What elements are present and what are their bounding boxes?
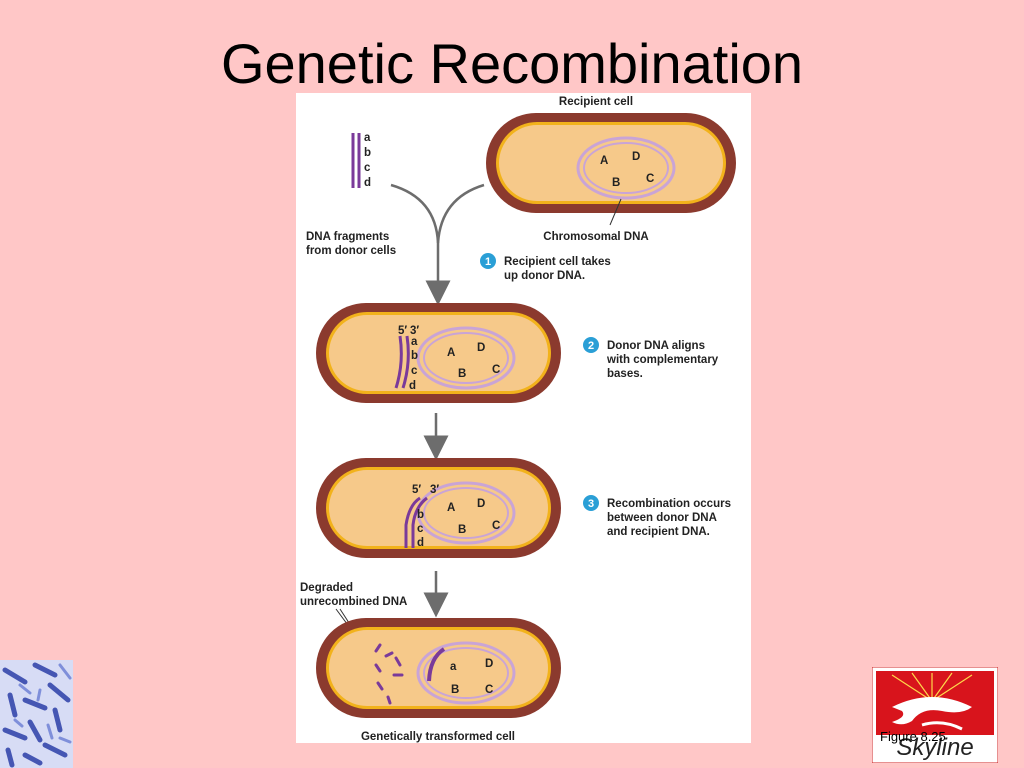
- cell3-gene-B: B: [458, 524, 466, 536]
- step-2-number: 2: [588, 340, 594, 352]
- logo-text: Skyline: [896, 734, 973, 761]
- donor-gene-d: d: [364, 177, 371, 189]
- cell3-strand-3-prime: 3′: [430, 484, 439, 496]
- step-2-line3: bases.: [607, 368, 643, 380]
- cell3-strand-5-prime: 5′: [412, 484, 421, 496]
- gene-C: C: [646, 173, 654, 185]
- step-3-line3: and recipient DNA.: [607, 526, 710, 538]
- figure-label: Figure 8.25: [880, 729, 946, 744]
- chromosomal-dna-label: Chromosomal DNA: [543, 231, 648, 243]
- donor-dna-fragment: a b c d: [351, 132, 371, 189]
- uptake-arrow: [390, 183, 451, 306]
- strand-3-prime: 3′: [410, 325, 419, 337]
- cell2-gene-B: B: [458, 368, 466, 380]
- cell2-gene-A: A: [447, 347, 455, 359]
- gene-D: D: [632, 151, 640, 163]
- recipient-cell-label: Recipient cell: [559, 96, 633, 108]
- cell3-gene-D: D: [477, 498, 485, 510]
- cell3-gene-d: d: [417, 537, 424, 549]
- bacteria-micrograph-image: [0, 660, 73, 768]
- cell3-gene-A: A: [447, 502, 455, 514]
- cell4-gene-a: a: [450, 661, 457, 673]
- degraded-label-line1: Degraded: [300, 582, 353, 594]
- cell4-gene-B: B: [451, 684, 459, 696]
- cell-alignment: 5′ 3′ a b c d A B C D: [316, 303, 561, 403]
- step-2-line2: with complementary: [606, 354, 719, 366]
- donor-fragments-label-line2: from donor cells: [306, 245, 396, 257]
- strand-5-prime: 5′: [398, 325, 407, 337]
- donor-gene-c: c: [364, 162, 371, 174]
- cell2-gene-d: d: [409, 380, 416, 392]
- transformed-cell-label: Genetically transformed cell: [361, 731, 515, 743]
- recipient-cell: A B C D: [486, 113, 736, 213]
- cell4-gene-C: C: [485, 684, 493, 696]
- donor-fragments-label-line1: DNA fragments: [306, 231, 389, 243]
- step-2-badge: [583, 337, 599, 353]
- cell4-gene-D: D: [485, 658, 493, 670]
- step-3-line2: between donor DNA: [607, 512, 717, 524]
- recombination-diagram: Recipient cell a b c d A B C D Chromosom…: [300, 96, 736, 743]
- cell2-gene-c: c: [411, 365, 418, 377]
- donor-gene-b: b: [364, 147, 371, 159]
- slide-title: Genetic Recombination: [220, 32, 804, 95]
- step-1: 1 Recipient cell takes up donor DNA.: [480, 253, 611, 282]
- degraded-label-line2: unrecombined DNA: [300, 596, 407, 608]
- cell3-gene-C: C: [492, 520, 500, 532]
- step-3-badge: [583, 495, 599, 511]
- step-2-line1: Donor DNA aligns: [607, 340, 705, 352]
- cell-recombination: 5′ 3′ b c d A B C D: [316, 458, 561, 558]
- step-3: 3 Recombination occurs between donor DNA…: [583, 495, 731, 538]
- step-1-number: 1: [485, 256, 491, 268]
- merge-arrow: [436, 183, 485, 244]
- step-2: 2 Donor DNA aligns with complementary ba…: [583, 337, 719, 380]
- step-1-line1: Recipient cell takes: [504, 256, 611, 268]
- recombination-figure: Recipient cell a b c d A B C D Chromosom…: [296, 93, 751, 743]
- donor-gene-a: a: [364, 132, 371, 144]
- cell2-gene-b: b: [411, 350, 418, 362]
- skyline-logo: Skyline: [872, 667, 998, 763]
- degraded-fragments: [374, 643, 404, 705]
- step-1-line2: up donor DNA.: [504, 270, 585, 282]
- cell2-gene-a: a: [411, 336, 418, 348]
- step-3-line1: Recombination occurs: [607, 498, 731, 510]
- gene-B: B: [612, 177, 620, 189]
- gene-A: A: [600, 155, 608, 167]
- cell2-gene-C: C: [492, 364, 500, 376]
- cell2-gene-D: D: [477, 342, 485, 354]
- step-3-number: 3: [588, 498, 594, 510]
- cell3-gene-c: c: [417, 523, 424, 535]
- cell3-gene-b: b: [417, 509, 424, 521]
- transformed-cell: a B C D: [316, 618, 561, 718]
- step-1-badge: [480, 253, 496, 269]
